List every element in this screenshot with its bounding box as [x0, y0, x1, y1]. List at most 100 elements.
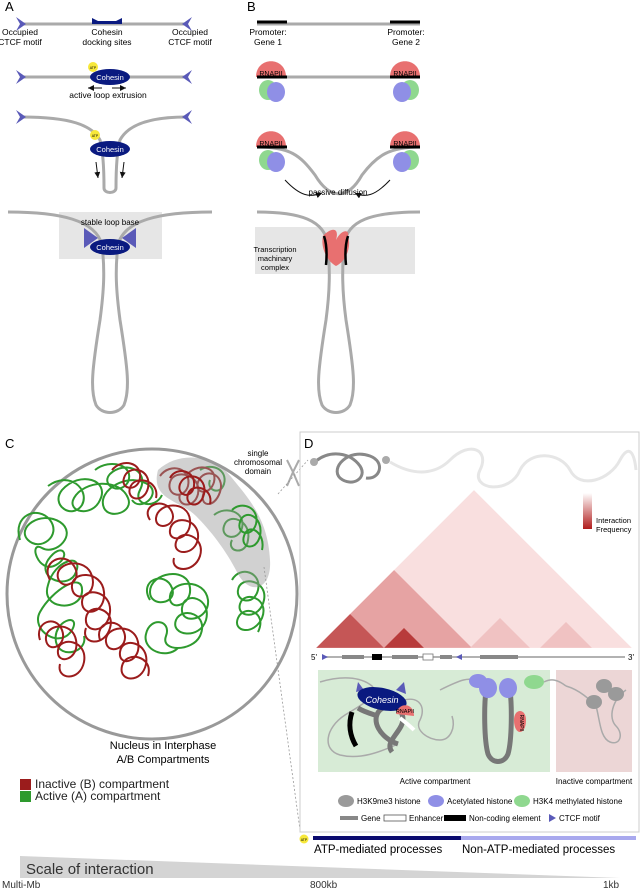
five-prime-end-icon [310, 458, 318, 466]
gene-bar-icon [342, 655, 364, 659]
scale-tick-800kb: 800kb [310, 880, 338, 891]
gene-bar-icon [440, 655, 452, 659]
transcription-label-2: machinary [258, 254, 293, 263]
element-legend-noncoding: Non-coding element [469, 814, 541, 823]
domain-green-chromatin [231, 504, 264, 551]
panel-d-frame [299, 431, 640, 833]
element-legend-gene: Gene [361, 814, 381, 823]
rnapii-label: RNAPII [396, 709, 415, 715]
rnapii-icon [396, 705, 414, 716]
ctcf-arrow-icon [16, 17, 26, 31]
promoter-bar [344, 235, 350, 266]
ctcf-arrow-icon [322, 654, 328, 660]
rnapii-icon [514, 711, 526, 732]
histone-green-icon [514, 795, 530, 807]
chromatin-fiber [543, 679, 567, 687]
ctcf-arrow-icon [396, 682, 406, 694]
rnapii-label: RNAPII [518, 715, 524, 732]
frequency-color-scale [583, 493, 592, 529]
atp-label: ATP [301, 838, 308, 842]
chromatin-fiber [256, 145, 421, 196]
docking-label-1: Cohesin [91, 27, 122, 37]
legend-inactive: Inactive (B) compartment [20, 777, 169, 791]
atp-icon [88, 62, 98, 72]
panel-b-letter: B [247, 0, 256, 14]
chromatin-fiber-top [315, 452, 381, 484]
cohesin-ring [357, 687, 407, 711]
zoom-guide-line [263, 566, 301, 831]
single-domain-label-3: domain [245, 467, 271, 476]
rnapii-label: RNAPII [393, 71, 416, 78]
panel-d: D Interaction Frequency 5' 3' [299, 431, 640, 833]
atp-process-bar [313, 836, 461, 840]
gene-bar-icon [340, 816, 358, 820]
cohesin-label: Cohesin [96, 145, 124, 154]
non-atp-process-bar [461, 836, 636, 840]
ctcf-arrow-icon [16, 70, 26, 84]
panel-b: B Promoter: Gene 1 Promoter: Gene 2 RNAP… [247, 0, 425, 414]
rnapii-label: RNAPII [259, 71, 282, 78]
noncoding-bar-icon [444, 815, 466, 821]
active-compartment-label: Active compartment [400, 777, 471, 786]
active-loop-extrusion-label: active loop extrusion [69, 90, 147, 100]
nucleus-caption-1: Nucleus in Interphase [110, 740, 216, 752]
histone-legend-green: H3K4 methylated histone [533, 797, 623, 806]
histone-grey-icon [608, 687, 624, 701]
element-legend-enhancer: Enhancer [409, 814, 444, 823]
histone-blue-icon [393, 152, 411, 172]
inactive-compartment-label: Inactive compartment [556, 777, 633, 786]
noncoding-element [347, 711, 359, 748]
cohesin-label: Cohesin [96, 243, 124, 252]
inactive-compartment-box [556, 670, 632, 772]
histone-legend-grey: H3K9me3 histone [357, 797, 421, 806]
legend-inactive-label: Inactive (B) compartment [35, 777, 170, 791]
histone-grey-icon [586, 695, 602, 709]
three-prime-label: 3' [628, 653, 634, 662]
panel-c-letter: C [5, 436, 14, 451]
gene-bar-icon [392, 655, 418, 659]
promoter2-label-1: Promoter: [387, 27, 424, 37]
rnapii-icon [256, 131, 286, 147]
gene-loop [482, 689, 514, 764]
promoter2-label-2: Gene 2 [392, 37, 420, 47]
noncoding-bar-icon [372, 654, 382, 660]
rnapii-icon [390, 61, 420, 77]
process-bar: ATP ATP-mediated processes Non-ATP-media… [299, 834, 636, 856]
panel-a-letter: A [5, 0, 14, 14]
interaction-frequency-label-1: Interaction [596, 516, 631, 525]
ctcf-arrow-icon [456, 654, 462, 660]
atp-icon [90, 130, 100, 140]
gene-bar-icon [480, 655, 518, 659]
scale-title: Scale of interaction [26, 861, 154, 878]
histone-blue-icon [469, 674, 487, 688]
active-chromatin [17, 463, 266, 655]
ctcf-label-left-1: Occupied [2, 27, 38, 37]
cohesin-docking-site-icon [92, 18, 122, 24]
promoter-bar [322, 235, 328, 266]
ctcf-label-right-2: CTCF motif [168, 37, 212, 47]
chromatin-fiber [319, 677, 399, 758]
histone-blue-icon [267, 152, 285, 172]
promoter1-label-1: Promoter: [249, 27, 286, 37]
inactive-chromatin [37, 462, 223, 680]
ctcf-label-left-2: CTCF motif [0, 37, 42, 47]
single-domain-label-2: chromosomal [234, 458, 282, 467]
chromatin-fiber-faded [389, 447, 638, 489]
transcription-label-3: complex [261, 263, 289, 272]
ctcf-arrow-icon [549, 814, 556, 822]
cohesin-ring [90, 141, 130, 157]
extrusion-arrow-down [119, 161, 126, 179]
ctcf-arrow-icon [182, 110, 192, 124]
enhancer-box-icon [383, 814, 407, 822]
ctcf-arrow-icon [182, 17, 192, 31]
diffusion-arrow-right [354, 179, 391, 199]
ctcf-label-right-1: Occupied [172, 27, 208, 37]
ctcf-arrow-icon [16, 110, 26, 124]
transcription-label-1: Transcription [253, 245, 296, 254]
histone-blue-icon [499, 678, 517, 698]
nucleus-caption-2: A/B Compartments [117, 754, 210, 766]
scale-wedge [20, 856, 620, 878]
legend-active: Active (A) compartment [20, 789, 160, 803]
histone-green-icon [524, 675, 544, 689]
